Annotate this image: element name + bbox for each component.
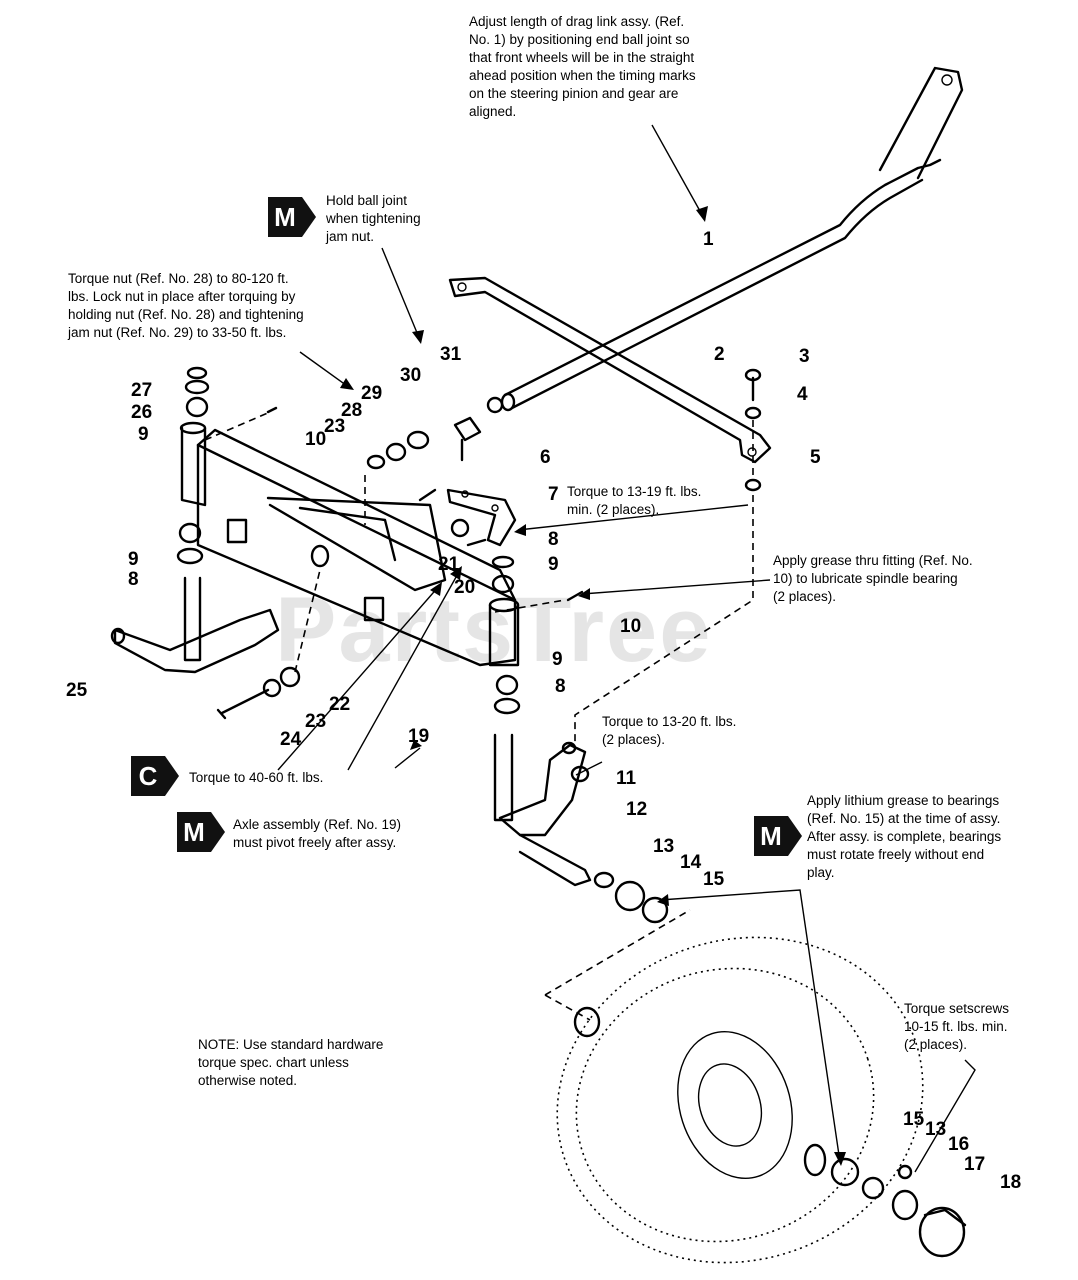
part-label-6: 6 <box>540 447 551 468</box>
part-number-labels: 1 2 3 4 5 6 7 8 8 8 9 9 9 9 10 10 11 12 … <box>66 229 1021 1193</box>
note-torque-13-20: Torque to 13-20 ft. lbs. (2 places). <box>602 714 737 747</box>
part-label-27: 27 <box>131 380 152 401</box>
part-label-11: 11 <box>616 768 637 789</box>
part-label-2: 2 <box>714 344 725 365</box>
part-label-18: 18 <box>1000 1172 1021 1193</box>
badge-c-mid-arrow <box>165 756 179 796</box>
part-label-16: 16 <box>948 1134 969 1155</box>
part-label-31: 31 <box>440 344 462 365</box>
part-label-8a: 8 <box>548 529 559 550</box>
hub-hardware <box>830 1157 967 1258</box>
part-label-14: 14 <box>680 852 702 873</box>
part-label-21: 21 <box>438 554 460 575</box>
badge-m-right-arrow <box>788 816 802 856</box>
part-label-28: 28 <box>341 400 362 421</box>
part-label-9d: 9 <box>552 649 563 670</box>
leader-lines <box>277 124 976 1173</box>
assembly-lines <box>204 411 754 1021</box>
note-hold-ball-joint: Hold ball joint when tightening jam nut. <box>326 193 421 244</box>
note-drag-link: Adjust length of drag link assy. (Ref. N… <box>469 14 696 119</box>
part-label-17: 17 <box>964 1154 985 1175</box>
note-torque-40-60: Torque to 40-60 ft. lbs. <box>189 770 324 785</box>
part-label-7: 7 <box>548 484 559 505</box>
part-label-8b: 8 <box>128 569 139 590</box>
part-label-3: 3 <box>799 346 810 367</box>
part-label-26: 26 <box>131 402 152 423</box>
part-label-8c: 8 <box>555 676 566 697</box>
left-spindle <box>110 421 280 674</box>
note-grease-fitting: Apply grease thru fitting (Ref. No. 10) … <box>773 553 973 604</box>
note-setscrews: Torque setscrews 10-15 ft. lbs. min. (2 … <box>904 1001 1010 1052</box>
part-label-10a: 10 <box>305 429 326 450</box>
note-lithium-grease: Apply lithium grease to bearings (Ref. N… <box>807 793 1002 880</box>
right-spindle <box>488 597 592 887</box>
note-axle-pivot: Axle assembly (Ref. No. 19) must pivot f… <box>233 817 402 850</box>
part-label-9a: 9 <box>138 424 149 445</box>
part-label-12: 12 <box>626 799 647 820</box>
badge-m-mid: M <box>177 812 211 852</box>
badge-m-right: M <box>754 816 788 856</box>
note-torque-nut-28: Torque nut (Ref. No. 28) to 80-120 ft. l… <box>68 271 304 340</box>
badge-m-top-arrow <box>302 197 316 237</box>
badge-m-top: M <box>268 197 302 237</box>
badge-c-mid: C <box>131 756 165 796</box>
drag-link-assembly <box>500 66 964 412</box>
part-label-13a: 13 <box>653 836 674 857</box>
part-label-23b: 23 <box>305 711 326 732</box>
part-label-24: 24 <box>280 729 302 750</box>
part-label-9b: 9 <box>128 549 139 570</box>
arrowheads <box>340 206 846 1166</box>
part-label-25: 25 <box>66 680 88 701</box>
badge-m-mid-arrow <box>211 812 225 852</box>
part-label-20: 20 <box>454 577 475 598</box>
part-label-23a: 23 <box>324 416 345 437</box>
front-wheel <box>556 936 924 1264</box>
part-label-5: 5 <box>810 447 821 468</box>
part-label-30: 30 <box>400 365 421 386</box>
part-label-10b: 10 <box>620 616 641 637</box>
note-hardware: NOTE: Use standard hardware torque spec.… <box>198 1037 384 1088</box>
part-label-9c: 9 <box>548 554 559 575</box>
part-label-13b: 13 <box>925 1119 946 1140</box>
axle-beam <box>196 428 517 667</box>
part-label-1: 1 <box>703 229 714 250</box>
part-label-22: 22 <box>329 694 350 715</box>
tie-rod <box>448 276 772 464</box>
hardware <box>176 366 762 924</box>
part-label-19: 19 <box>408 726 429 747</box>
part-label-15a: 15 <box>703 869 725 890</box>
part-label-29: 29 <box>361 383 382 404</box>
note-torque-13-19: Torque to 13-19 ft. lbs. min. (2 places)… <box>567 484 702 517</box>
part-label-4: 4 <box>797 384 808 405</box>
part-label-15b: 15 <box>903 1109 925 1130</box>
steering-arm-bracket <box>446 488 517 547</box>
